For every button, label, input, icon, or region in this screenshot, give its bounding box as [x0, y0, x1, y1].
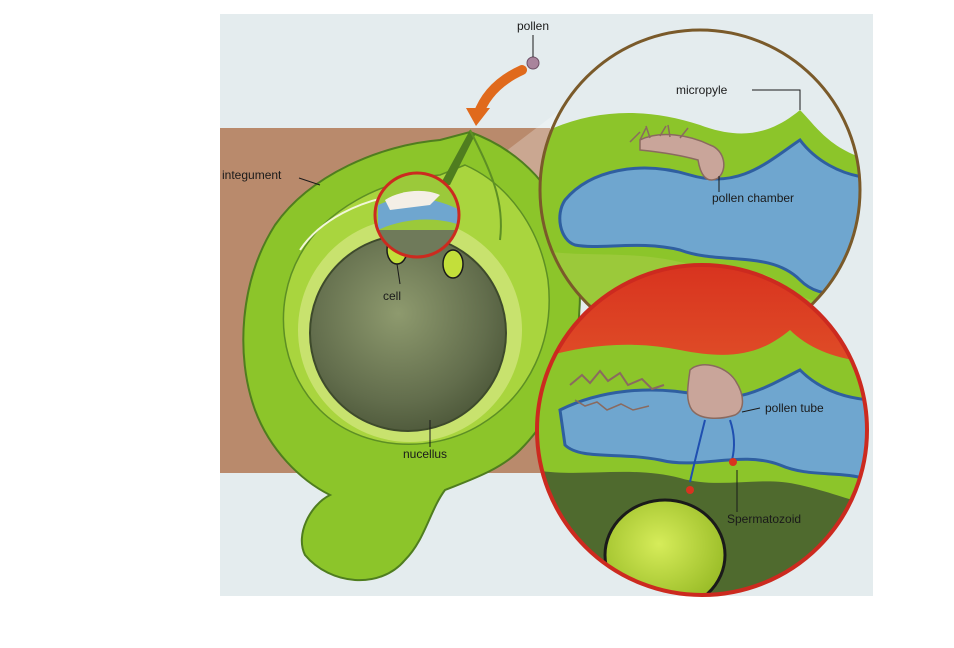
label-pollen-tube: pollen tube: [765, 401, 824, 415]
label-cell: cell: [383, 289, 401, 303]
label-spermatozoid: Spermatozoid: [727, 512, 801, 526]
pollen-arrow: [466, 65, 527, 126]
label-pollen-chamber: pollen chamber: [712, 191, 794, 205]
label-nucellus: nucellus: [403, 447, 447, 461]
bottom-zoom-circle: [535, 263, 869, 597]
label-pollen: pollen: [517, 19, 549, 33]
leader-lines: [298, 35, 801, 512]
pollen-grain: [526, 56, 540, 70]
label-micropyle: micropyle: [676, 83, 728, 97]
ovule: [242, 129, 581, 581]
label-integument: integument: [222, 168, 282, 182]
